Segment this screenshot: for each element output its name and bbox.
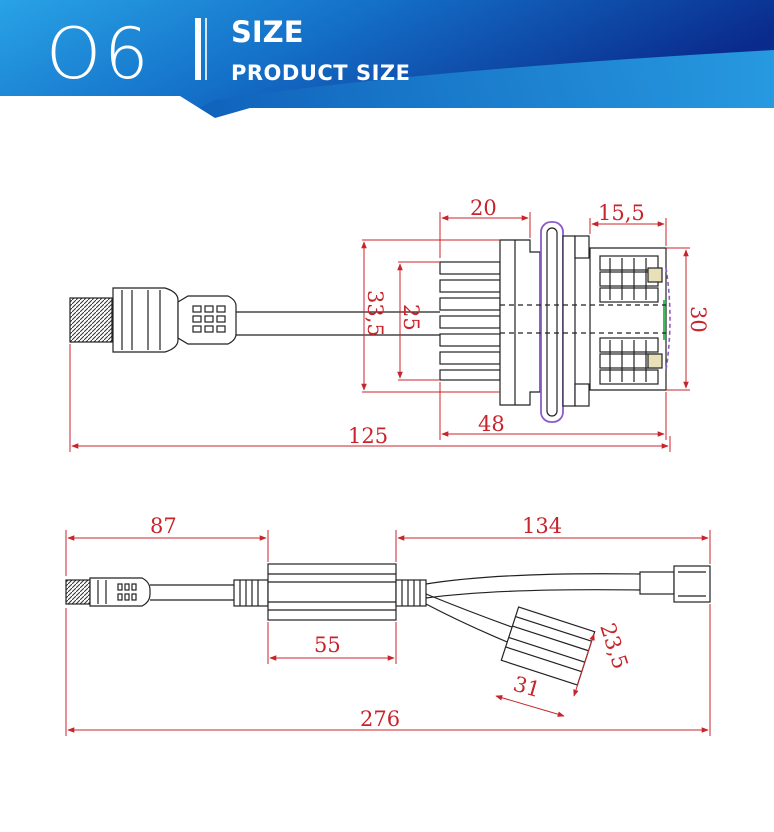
dim-right-cable: 134 bbox=[522, 514, 562, 538]
connector-nut bbox=[112, 287, 179, 353]
top-dimension-labels: 20 15,5 33,5 25 30 48 125 bbox=[348, 196, 710, 448]
bottom-dimension-lines bbox=[65, 530, 711, 736]
driver-left-grip bbox=[233, 579, 269, 607]
driver-right-grip bbox=[395, 579, 427, 607]
ballast-box bbox=[500, 606, 596, 686]
dim-body-length: 48 bbox=[478, 412, 505, 436]
header-banner: O6 SIZE PRODUCT SIZE bbox=[0, 0, 774, 118]
section-number: O6 bbox=[46, 13, 152, 95]
dim-outer-height: 33,5 bbox=[363, 290, 387, 337]
driver-box bbox=[267, 563, 397, 621]
right-plug-collar bbox=[639, 571, 675, 595]
dim-rear-height: 30 bbox=[686, 306, 710, 333]
dim-rear-depth: 15,5 bbox=[598, 201, 645, 225]
headlight-top-view bbox=[69, 221, 671, 423]
section-subtitle: PRODUCT SIZE bbox=[231, 61, 411, 85]
section-title: SIZE bbox=[231, 15, 304, 49]
heatsink-fins bbox=[439, 261, 501, 381]
bottom-plug bbox=[89, 577, 151, 607]
dim-driver-length: 55 bbox=[314, 633, 341, 657]
heatsink-base bbox=[499, 239, 541, 406]
dim-total-length-bottom: 276 bbox=[360, 707, 400, 731]
dim-heatsink-width: 20 bbox=[470, 196, 497, 220]
dim-total-length-top: 125 bbox=[348, 424, 388, 448]
header-divider bbox=[195, 18, 201, 80]
dim-left-cable: 87 bbox=[150, 514, 177, 538]
dim-box-width: 31 bbox=[511, 672, 543, 702]
top-dimension-lines bbox=[69, 212, 690, 452]
bottom-threaded-connector bbox=[65, 579, 91, 605]
threaded-connector bbox=[69, 297, 113, 343]
driver-bottom-view bbox=[65, 563, 711, 686]
banner-background bbox=[0, 0, 774, 118]
dim-box-height: 23,5 bbox=[595, 620, 632, 672]
dim-inner-height: 25 bbox=[399, 304, 423, 331]
